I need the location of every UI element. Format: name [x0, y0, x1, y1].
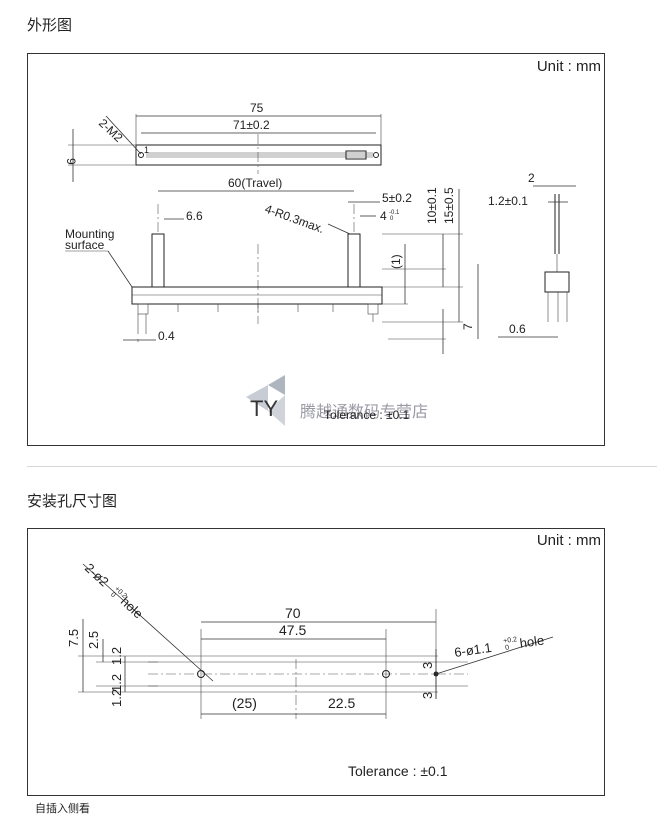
dim-2m2: 2-M2: [96, 116, 126, 145]
footer-note: 自插入侧看: [35, 803, 90, 815]
mounting-unit-label: Unit : mm: [536, 532, 601, 549]
dim-1-2-b: 1.2: [109, 674, 124, 692]
watermark-text: 腾越通数码专营店: [300, 402, 428, 421]
dim-3-b: 3: [420, 692, 435, 699]
outline-section-title: 外形图: [27, 17, 73, 34]
dim-1-2-c: 1.2: [109, 689, 124, 707]
dim-10: 10±0.1: [425, 187, 439, 224]
dim-15: 15±0.5: [442, 187, 456, 224]
mount-hole-left: [138, 152, 144, 158]
dim-9: 9: [64, 158, 78, 165]
mounting-label-line1: Mounting: [65, 227, 114, 241]
hole-6-a: [382, 670, 390, 678]
slider-lever-right: [347, 233, 361, 288]
mounting-hole-panel: Unit : mm 2-ø2 +0.2 0 hole 6-ø1.1 +0.2 0: [27, 528, 605, 796]
mount-hole-right: [373, 152, 379, 158]
dim-71: 71±0.2: [233, 118, 270, 132]
outline-unit-label: Unit : mm: [536, 58, 601, 75]
svg-text:TY: TY: [250, 396, 278, 421]
mounting-section-title: 安装孔尺寸图: [27, 493, 118, 510]
dim-1-2: 1.2±0.1: [488, 194, 528, 208]
dim-1-2-a: 1.2: [109, 647, 124, 665]
dim-6-6: 6.6: [186, 209, 203, 223]
slider-body-side-view: [131, 286, 383, 305]
outline-tolerance: Tolerance : ±0.1: [324, 408, 410, 422]
dim-4-tol: -0.1: [389, 210, 400, 216]
dim-0-6: 0.6: [509, 322, 526, 336]
dim-47-5: 47.5: [279, 622, 306, 638]
dim-60-travel: 60(Travel): [228, 176, 282, 190]
end-view-body: [544, 271, 570, 293]
dim-70: 70: [285, 605, 301, 621]
dim-22-5: 22.5: [328, 695, 355, 711]
slider-knob-top: [345, 150, 367, 160]
pin1-label: 1: [144, 145, 149, 155]
slider-lever-left: [151, 233, 165, 288]
hole6-label: 6-ø1.1: [453, 640, 492, 660]
dim-2: 2: [528, 171, 535, 185]
watermark-logo: TY: [246, 375, 285, 426]
dim-7: 7: [461, 323, 475, 330]
mounting-label-line2: surface: [65, 238, 105, 252]
dim-75: 75: [250, 101, 264, 115]
dim-1: (1): [389, 254, 403, 269]
dim-25: (25): [232, 695, 257, 711]
mounting-tolerance: Tolerance : ±0.1: [348, 763, 448, 779]
slider-body-top-view: [135, 144, 382, 166]
hole2-label: 2-ø2: [82, 560, 112, 589]
dim-2-5: 2.5: [86, 631, 101, 649]
dim-5: 5±0.2: [382, 191, 412, 205]
section-divider: [27, 466, 657, 467]
dim-4: 4: [380, 209, 387, 223]
hole2-tol0: 0: [109, 591, 117, 599]
hole6-word: hole: [519, 633, 545, 651]
mounting-hole-drawing: 2-ø2 +0.2 0 hole 6-ø1.1 +0.2 0 hole 70 4…: [66, 560, 554, 779]
dim-0-4: 0.4: [158, 329, 175, 343]
outline-drawing: 1 75 71±0.2 2-M2 9: [64, 101, 576, 426]
outline-drawing-panel: Unit : mm 1 75 71±0.2 2-M2 9: [27, 53, 605, 446]
hole6-tol0: 0: [505, 644, 510, 651]
hole6-tol: +0.2: [503, 636, 518, 645]
dim-3-a: 3: [420, 662, 435, 669]
dim-4-tol0: 0: [390, 216, 394, 222]
dim-r0-3: 4-R0.3max.: [263, 202, 326, 236]
dim-7-5: 7.5: [66, 629, 81, 647]
